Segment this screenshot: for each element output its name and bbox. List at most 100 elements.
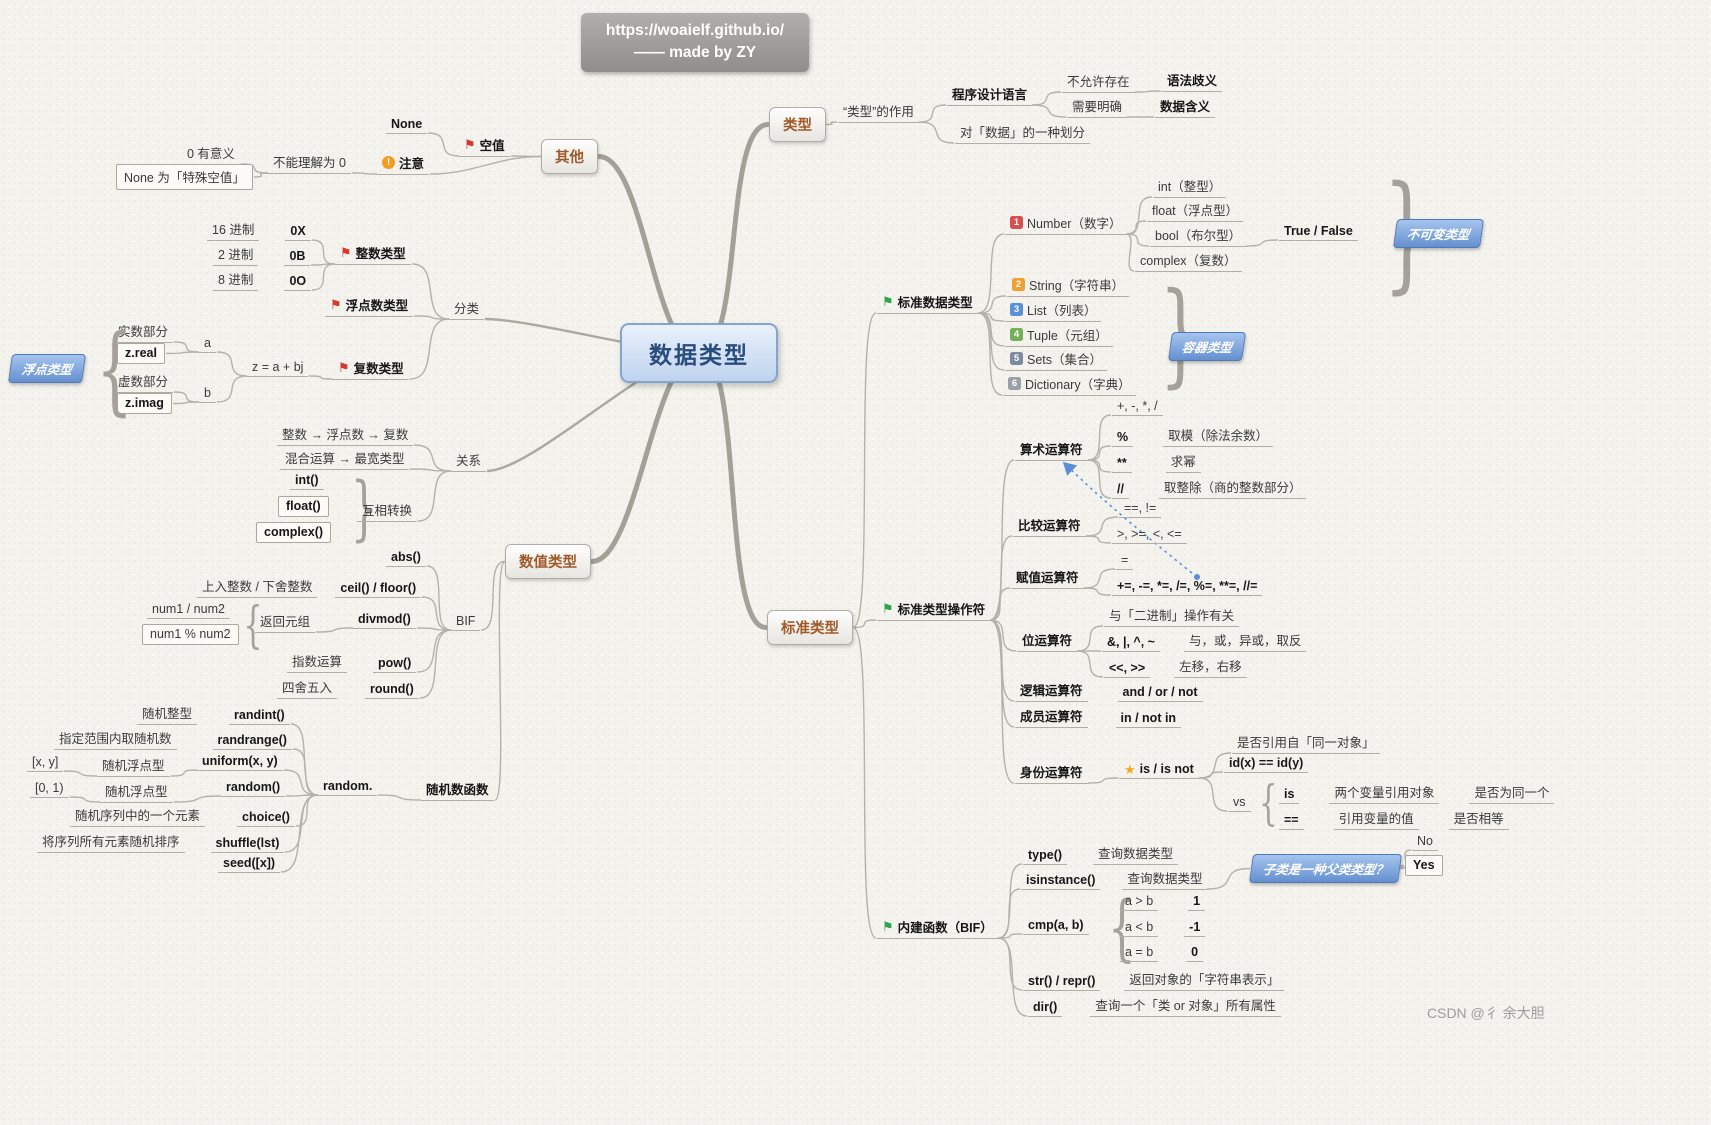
assign-basic-text: = [1121, 553, 1129, 567]
pow-fn-text: 指数运算 [292, 655, 343, 669]
connector-uniform-fn--uniform-desc [170, 769, 198, 777]
cmp-fn: cmp(a, b) [1023, 917, 1089, 935]
connector-random-module--random-fn [285, 794, 319, 797]
real-part-text: a [204, 336, 211, 350]
assign-compound-text: +=, -=, *=, /=, %=, **=, //= [1117, 579, 1258, 593]
data-meaning-text: 数据含义 [1160, 100, 1211, 114]
author-credit: —— made by ZY [633, 44, 757, 62]
builtin-functions: ⚑内建函数（BIF） [877, 916, 998, 939]
random-functions-text: 随机数函数 [426, 783, 489, 797]
floordiv-op-text: 取整除（商的整数部分） [1163, 481, 1302, 495]
return-tuple: 返回元组 [255, 610, 316, 633]
bit-ops-text: 与，或，异或，取反 [1188, 634, 1302, 648]
none-special-text: None 为「特殊空值」 [124, 171, 245, 185]
z-real-text: z.real [125, 346, 157, 360]
connector-std-data-types--dict-type [977, 312, 1003, 396]
conversion-chain: 整数 → 浮点数 → 复数 [277, 423, 414, 446]
shuffle-fn-text: 将序列所有元素随机排序 [42, 835, 180, 849]
floordiv-op-text: // [1117, 482, 1124, 496]
eq-row-text: 引用变量的值 [1338, 812, 1414, 826]
eq-row: == 引用变量的值 是否相等 [1279, 807, 1509, 830]
connector-integer-type--hex-base [311, 239, 336, 265]
connector-std-operators--arithmetic-op [989, 459, 1015, 621]
uniform-desc-text: 随机浮点型 [102, 759, 165, 773]
connector-divmod-fn--return-tuple [315, 627, 354, 633]
seed-fn: seed([x]) [218, 855, 281, 873]
connector-center-topic--branch-standard [696, 350, 769, 630]
connector-identity-op--is-isnot [1087, 777, 1119, 784]
connector-imag-part--imag-part-label [173, 391, 200, 403]
none-value-text: None [391, 117, 423, 131]
shift-ops: <<, >>左移，右移 [1104, 655, 1247, 678]
connector-branch-category--float-type [413, 315, 450, 320]
flag-green-icon: ⚑ [882, 601, 894, 616]
uniform-desc: 随机浮点型 [97, 754, 170, 777]
std-operators-text: 标准类型操作符 [897, 603, 986, 617]
member-op-text: 成员运算符 [1020, 710, 1083, 724]
no-label-text: No [1417, 834, 1433, 848]
random-fn-text: random() [226, 780, 281, 794]
complex-type: ⚑复数类型 [333, 357, 409, 380]
connector-programming-language--not-allowed [1031, 91, 1062, 106]
str-repr-fn-text: 返回对象的「字符串表示」 [1129, 973, 1280, 987]
connector-branch-standard--builtin-functions [852, 626, 877, 939]
real-part-label: 实数部分 [113, 320, 174, 343]
eq-row-text: == [1284, 813, 1299, 827]
num-division-text: num1 / num2 [152, 602, 225, 616]
member-op-text: in / not in [1120, 711, 1177, 725]
random-desc-text: 随机浮点型 [105, 785, 168, 799]
cmp-lt: a < b-1 [1120, 919, 1206, 937]
yes-label: Yes [1405, 855, 1443, 876]
num-division: num1 / num2 [147, 601, 230, 619]
vs-label: vs [1228, 794, 1251, 812]
random-range: [0, 1) [30, 780, 69, 798]
uniform-fn: uniform(x, y) [197, 753, 283, 771]
round-fn: 四舍五入 round() [277, 676, 419, 699]
round-fn-text: 四舍五入 [282, 681, 333, 695]
connector-branch-numeric--random-functions [494, 560, 506, 801]
star-icon: ★ [1124, 761, 1136, 777]
float-type: ⚑浮点数类型 [325, 294, 414, 317]
connector-not-allowed--syntax-ambiguity [1134, 90, 1162, 93]
assign-compound: +=, -=, *=, /=, %=, **=, //= [1112, 578, 1263, 596]
bif-label-text: BIF [456, 614, 476, 628]
float-fn-text: float() [286, 499, 321, 513]
connector-not-zero--none-special [253, 172, 269, 178]
connector-type-role--data-division [918, 121, 955, 144]
power-op-text: ** [1117, 456, 1127, 470]
connector-note--not-zero [351, 172, 378, 175]
badge-2-icon: 2 [1012, 278, 1025, 291]
vs-label-text: vs [1233, 795, 1246, 809]
basic-ops: +, -, *, / [1112, 398, 1163, 416]
divmod-fn: divmod() [353, 611, 416, 629]
connector-is-isnot--vs-label [1198, 777, 1228, 812]
warn-icon: ! [382, 156, 395, 169]
zero-meaningful-text: 0 有意义 [187, 147, 235, 161]
true-false-text: True / False [1284, 224, 1353, 238]
num-modulo: num1 % num2 [142, 624, 239, 645]
eq-row-text: 是否相等 [1453, 812, 1504, 826]
comparison-op: 比较运算符 [1013, 514, 1086, 537]
connector-null-value--none-value [427, 132, 460, 157]
imag-part-label: 虚数部分 [113, 370, 174, 393]
std-data-types-text: 标准数据类型 [897, 296, 973, 310]
connector-arithmetic-op--floordiv-op [1087, 459, 1112, 499]
connector-random-module--randint-fn [290, 723, 319, 796]
brace-cmp-glyph: { [1108, 885, 1136, 969]
connector-bif-label--round-fn [419, 629, 452, 699]
float-type-item: float（浮点型） [1147, 199, 1244, 222]
num-modulo-text: num1 % num2 [150, 627, 231, 641]
round-fn-text: round() [370, 682, 414, 696]
tuple-type-text: Tuple（元组） [1027, 329, 1108, 343]
connector-branch-standard--std-data-types [852, 312, 877, 629]
connector-std-operators--assignment-op [989, 587, 1011, 621]
branch-standard: 标准类型 [767, 610, 853, 645]
cmp-lt-text: -1 [1189, 920, 1201, 934]
